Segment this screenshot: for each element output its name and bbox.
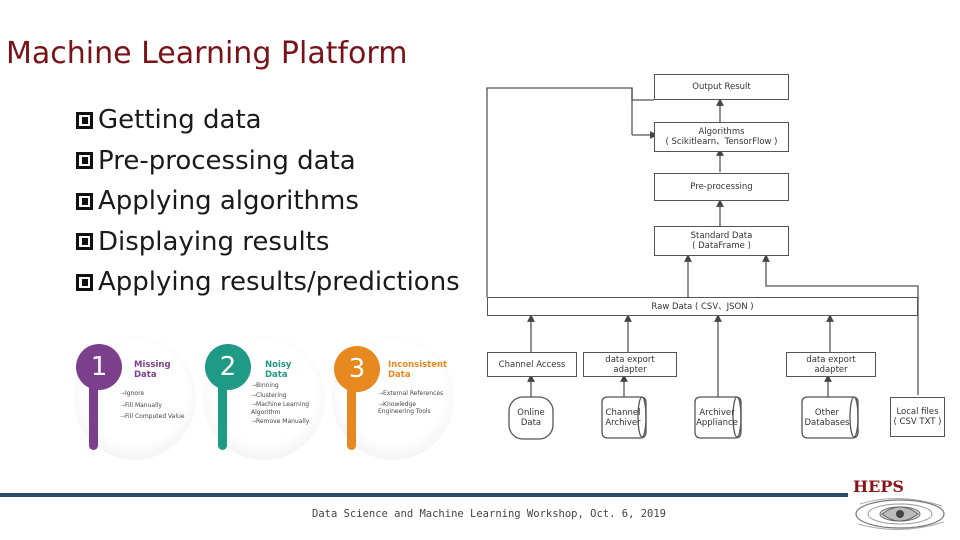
- standard-data-box: Standard Data( DataFrame ): [654, 226, 789, 256]
- card-items: Ignore Fill Manually Fill Computed Value: [120, 390, 192, 421]
- card-item: Binning: [251, 382, 321, 390]
- bullet-item: Applying algorithms: [76, 181, 460, 222]
- square-bullet-icon: [76, 152, 93, 170]
- footer-text: Data Science and Machine Learning Worksh…: [312, 508, 667, 520]
- bullet-text: Applying results/predictions: [98, 267, 460, 298]
- card-items: Binning Clustering Machine Learning Algo…: [251, 382, 321, 426]
- bullet-item: Displaying results: [76, 222, 460, 263]
- preprocessing-box: Pre-processing: [654, 173, 789, 201]
- card-item: Ignore: [120, 390, 192, 398]
- square-bullet-icon: [76, 192, 93, 210]
- card-items: External References Knowledge Engineerin…: [378, 390, 450, 416]
- card-tail-shape: [347, 388, 356, 450]
- heps-logo-icon: [855, 498, 945, 530]
- bullet-item: Getting data: [76, 100, 460, 141]
- card-item: Fill Computed Value: [120, 413, 192, 421]
- bullet-item: Applying results/predictions: [76, 262, 460, 303]
- raw-data-box: Raw Data ( CSV、JSON ): [487, 297, 918, 316]
- card-tail-shape: [218, 386, 227, 450]
- bullet-text: Getting data: [98, 105, 262, 136]
- local-files-box: Local files( CSV TXT ): [890, 397, 945, 437]
- card-number: 2: [205, 344, 251, 390]
- bullet-text: Pre-processing data: [98, 145, 356, 176]
- footer-divider: [0, 493, 848, 497]
- card-item: Machine Learning Algorithm: [251, 401, 321, 416]
- bullet-item: Pre-processing data: [76, 141, 460, 182]
- channel-access-box: Channel Access: [487, 352, 577, 377]
- heps-logo-text: HEPS: [853, 477, 904, 496]
- card-number: 3: [334, 346, 380, 392]
- card-item: Knowledge Engineering Tools: [378, 401, 450, 416]
- square-bullet-icon: [76, 111, 93, 129]
- bullet-text: Applying algorithms: [98, 186, 359, 217]
- bullet-list: Getting data Pre-processing data Applyin…: [76, 100, 460, 303]
- algorithms-box: Algorithms( Scikitlearn、TensorFlow ): [654, 122, 789, 152]
- card-item: Fill Manually: [120, 402, 192, 410]
- card-tail-shape: [89, 386, 98, 450]
- bullet-text: Displaying results: [98, 226, 330, 257]
- output-result-box: Output Result: [654, 74, 789, 100]
- slide-title: Machine Learning Platform: [6, 36, 408, 71]
- card-item: Clustering: [251, 392, 321, 400]
- square-bullet-icon: [76, 233, 93, 251]
- card-item: External References: [378, 390, 450, 398]
- card-item: Remove Manually: [251, 418, 321, 426]
- square-bullet-icon: [76, 273, 93, 291]
- card-number: 1: [76, 344, 122, 390]
